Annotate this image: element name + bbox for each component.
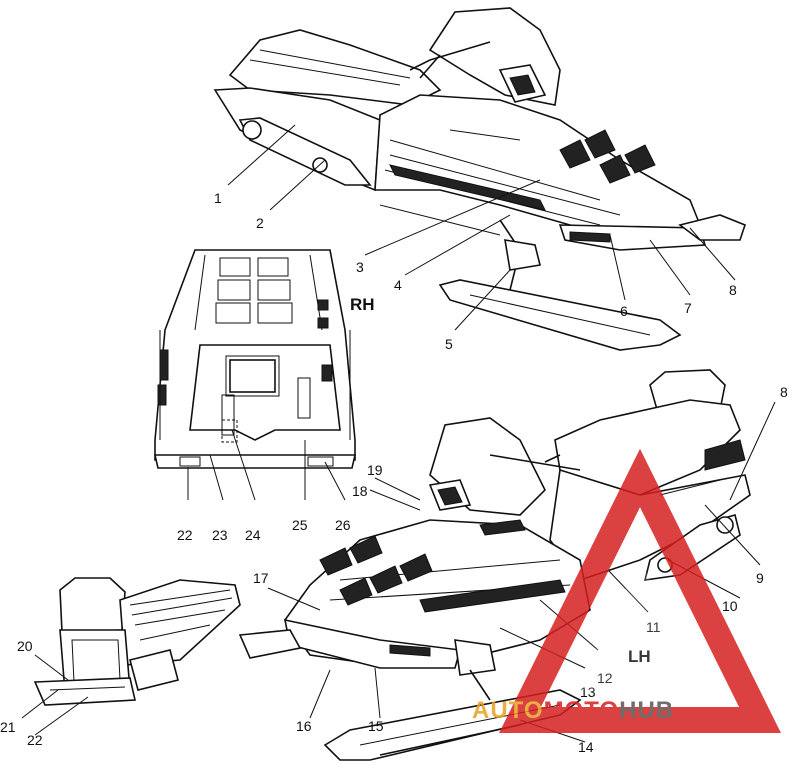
callout-10: 10 xyxy=(722,598,738,614)
callout-14: 14 xyxy=(578,739,594,755)
watermark-part-3: HUB xyxy=(619,697,674,724)
callout-27: 26 xyxy=(335,517,351,533)
callout-18: 18 xyxy=(352,483,368,499)
callout-16: 16 xyxy=(296,718,312,734)
callout-23: 22 xyxy=(177,527,193,543)
callout-19: 19 xyxy=(367,462,383,478)
callout-5: 5 xyxy=(445,336,453,352)
callout-1: 1 xyxy=(214,190,222,206)
side-label-lh: LH xyxy=(628,647,651,666)
callout-4: 4 xyxy=(394,277,402,293)
callout-2: 2 xyxy=(256,215,264,231)
callout-11: 11 xyxy=(646,619,661,635)
callout-22: 22 xyxy=(27,732,43,748)
watermark-part-2: MOTO xyxy=(544,697,620,724)
callout-24: 23 xyxy=(212,527,228,543)
sled-lh-view xyxy=(238,369,751,761)
callout-17: 17 xyxy=(253,570,269,586)
callout-25: 24 xyxy=(245,527,261,543)
callout-8-bottom: 8 xyxy=(780,384,788,400)
watermark-text: AUTOMOTOHUB xyxy=(472,697,674,724)
seat-callouts: 20 21 22 xyxy=(0,638,89,748)
seat-view xyxy=(33,577,241,706)
callout-26: 25 xyxy=(292,517,308,533)
side-label-rh: RH xyxy=(350,295,375,314)
watermark-part-1: AUTO xyxy=(472,697,544,724)
rh-callouts: 1 2 3 4 5 6 7 8 xyxy=(214,124,737,352)
callout-13: 13 xyxy=(580,684,596,700)
watermark-logo-icon xyxy=(499,448,781,733)
callout-12: 12 xyxy=(597,670,613,686)
callout-3: 3 xyxy=(356,259,364,275)
watermark: AUTOMOTOHUB xyxy=(472,448,781,733)
callout-21: 21 xyxy=(0,719,16,735)
sled-rh-view xyxy=(213,7,746,351)
callout-20: 20 xyxy=(17,638,33,654)
callout-15: 15 xyxy=(368,718,384,734)
callout-6: 6 xyxy=(620,303,628,319)
hood-top-view xyxy=(153,249,357,469)
callout-8-top: 8 xyxy=(729,282,737,298)
callout-7: 7 xyxy=(684,300,692,316)
hood-callouts: 22 23 24 25 26 xyxy=(177,429,351,543)
callout-9: 9 xyxy=(756,570,764,586)
